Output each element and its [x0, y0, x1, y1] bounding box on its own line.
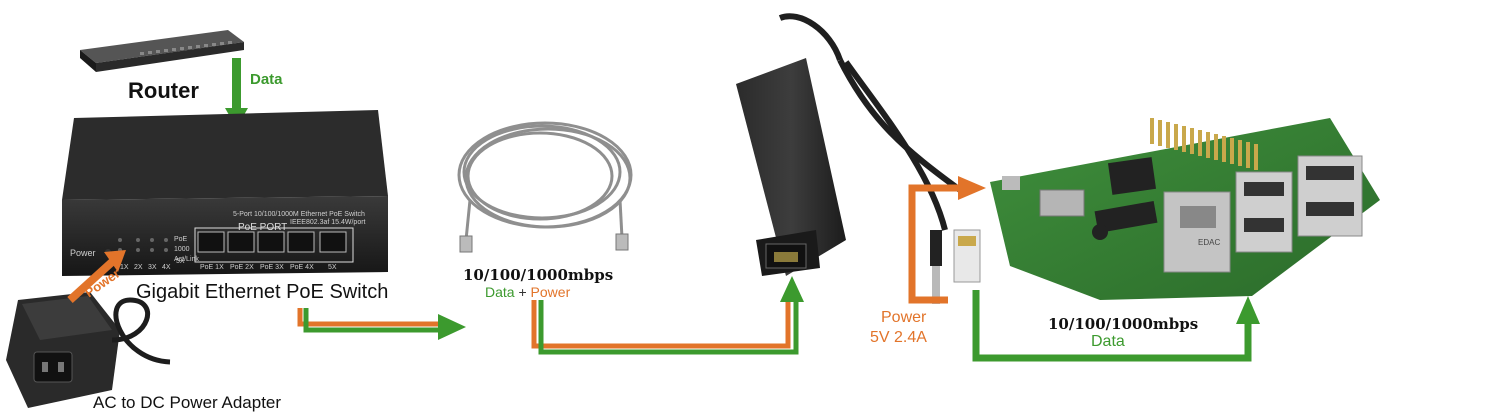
- ethernet-cable-coil: [457, 121, 633, 253]
- power-arrow-adapter-to-switch: [67, 250, 126, 303]
- poe-switch-device: [62, 110, 388, 276]
- port-label-3: PoE 3X: [260, 264, 284, 271]
- led-row-poe: PoE: [174, 236, 188, 243]
- plus-sign: +: [514, 284, 531, 300]
- data-word: Data: [485, 284, 515, 300]
- led-col-5x: 5X: [176, 258, 185, 265]
- switch-model-line1: 5-Port 10/100/1000M Ethernet PoE Switch: [233, 211, 365, 218]
- raspberry-pi-board: [990, 118, 1380, 300]
- pi-chip-label: EDAC: [1198, 238, 1221, 247]
- data-label-top: Data: [250, 71, 283, 88]
- port-label-5: 5X: [328, 264, 337, 271]
- led-col-4x: 4X: [162, 264, 171, 271]
- voltage-label: 5V 2.4A: [870, 329, 927, 346]
- switch-power-label: Power: [70, 248, 96, 258]
- router-device: [80, 30, 244, 72]
- switch-model-line2: IEEE802.3af 15.4W/port: [290, 219, 366, 226]
- speed-label-right: 10/100/1000mbps: [1048, 315, 1199, 333]
- port-label-4: PoE 4X: [290, 264, 314, 271]
- speed-label-left: 10/100/1000mbps: [463, 266, 614, 284]
- port-label-2: PoE 2X: [230, 264, 254, 271]
- arrow-switch-to-cable: [297, 308, 466, 340]
- poe-splitter-device: [736, 13, 981, 304]
- switch-label: Gigabit Ethernet PoE Switch: [136, 281, 389, 303]
- power-word: Power: [530, 284, 571, 300]
- port-label-1: PoE 1X: [200, 264, 224, 271]
- led-col-3x: 3X: [148, 264, 157, 271]
- power-label-right: Power: [881, 309, 927, 326]
- poe-port-label: PoE PORT: [238, 222, 288, 233]
- router-label: Router: [128, 78, 199, 103]
- power-arrow-splitter-to-pi: [908, 176, 986, 304]
- led-row-1000: 1000: [174, 246, 190, 253]
- led-col-1x: 1X: [120, 264, 129, 271]
- data-label-right: Data: [1091, 333, 1125, 350]
- data-arrow-splitter-to-pi: [972, 290, 1260, 362]
- adapter-label: AC to DC Power Adapter: [93, 393, 282, 412]
- power-adapter-device: [6, 292, 171, 408]
- led-col-2x: 2X: [134, 264, 143, 271]
- led-row-actlink: Act/Link: [174, 256, 199, 263]
- data-power-label: Data + Power: [485, 285, 570, 299]
- arrow-cable-to-splitter: [531, 276, 804, 355]
